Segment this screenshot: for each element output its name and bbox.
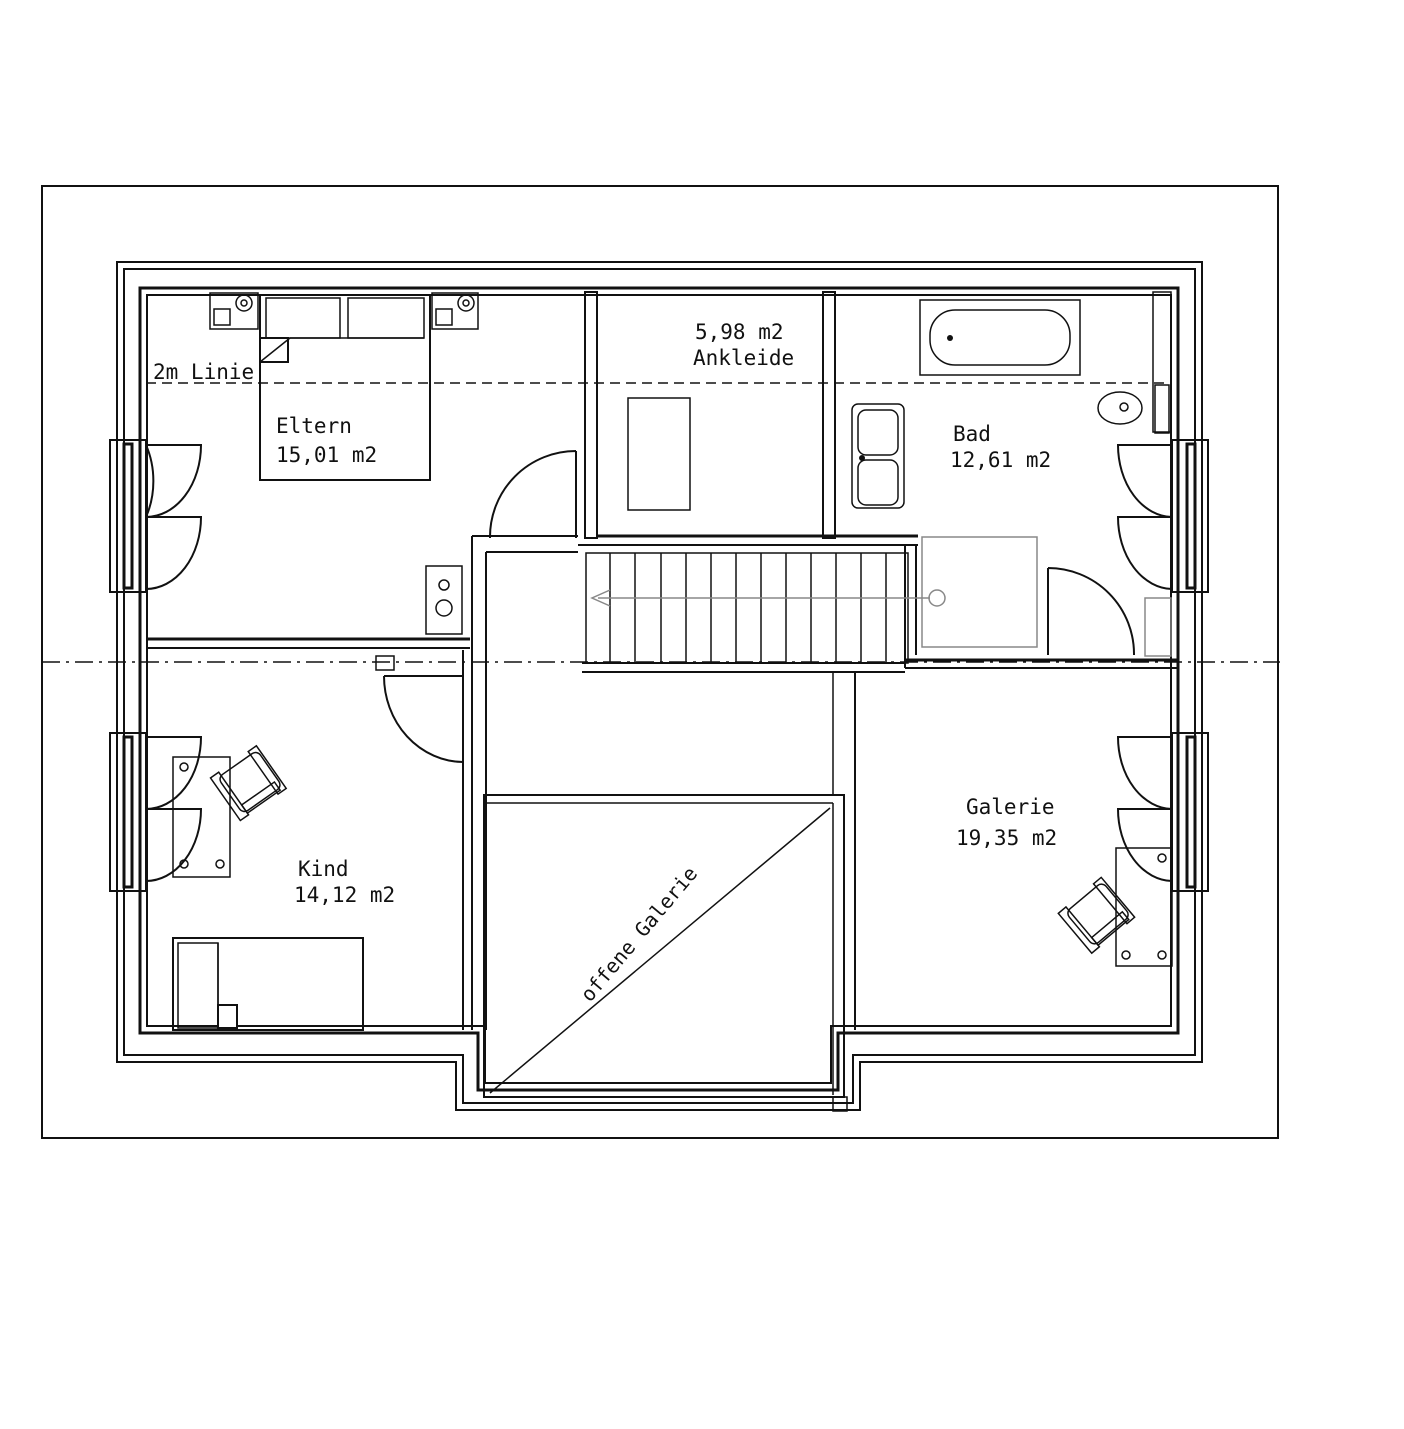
galerie-desk bbox=[1115, 847, 1173, 967]
nightstand-right bbox=[431, 292, 479, 330]
toilet bbox=[1097, 384, 1170, 434]
parents-bed bbox=[259, 294, 431, 481]
room-area-bad: 12,61 m2 bbox=[950, 448, 1051, 472]
room-name-galerie: Galerie bbox=[966, 795, 1055, 819]
label-open-gallery: offene Galerie bbox=[575, 862, 702, 1007]
galerie-chair bbox=[1057, 876, 1136, 955]
open-gallery-diagonal bbox=[489, 807, 831, 1094]
column-marker bbox=[832, 1096, 848, 1112]
kind-chair bbox=[209, 744, 288, 822]
room-area-kind: 14,12 m2 bbox=[294, 883, 395, 907]
room-area-ankleide: 5,98 m2 bbox=[695, 320, 784, 344]
room-name-ankleide: Ankleide bbox=[693, 346, 794, 370]
room-area-galerie: 19,35 m2 bbox=[956, 826, 1057, 850]
duct bbox=[1152, 291, 1172, 433]
cabinet-eltern bbox=[425, 565, 463, 635]
exterior-walls bbox=[116, 261, 1203, 1111]
room-name-eltern: Eltern bbox=[276, 414, 352, 438]
socket-marker bbox=[375, 655, 395, 671]
windows-left bbox=[109, 439, 147, 892]
label-line-2m: 2m Linie bbox=[153, 360, 254, 384]
dressing-island bbox=[627, 397, 691, 511]
room-name-kind: Kind bbox=[298, 857, 349, 881]
bathtub bbox=[919, 299, 1081, 376]
nightstand-left bbox=[209, 292, 259, 330]
staircase bbox=[585, 536, 1038, 664]
window-swings bbox=[145, 444, 1173, 882]
shower-tray bbox=[1144, 597, 1172, 657]
interior-walls bbox=[146, 291, 1178, 1098]
kind-desk bbox=[172, 756, 231, 878]
kind-bed bbox=[172, 937, 364, 1031]
room-name-bad: Bad bbox=[953, 422, 991, 446]
doors bbox=[383, 450, 1136, 763]
double-sink bbox=[851, 403, 905, 509]
room-area-eltern: 15,01 m2 bbox=[276, 443, 377, 467]
